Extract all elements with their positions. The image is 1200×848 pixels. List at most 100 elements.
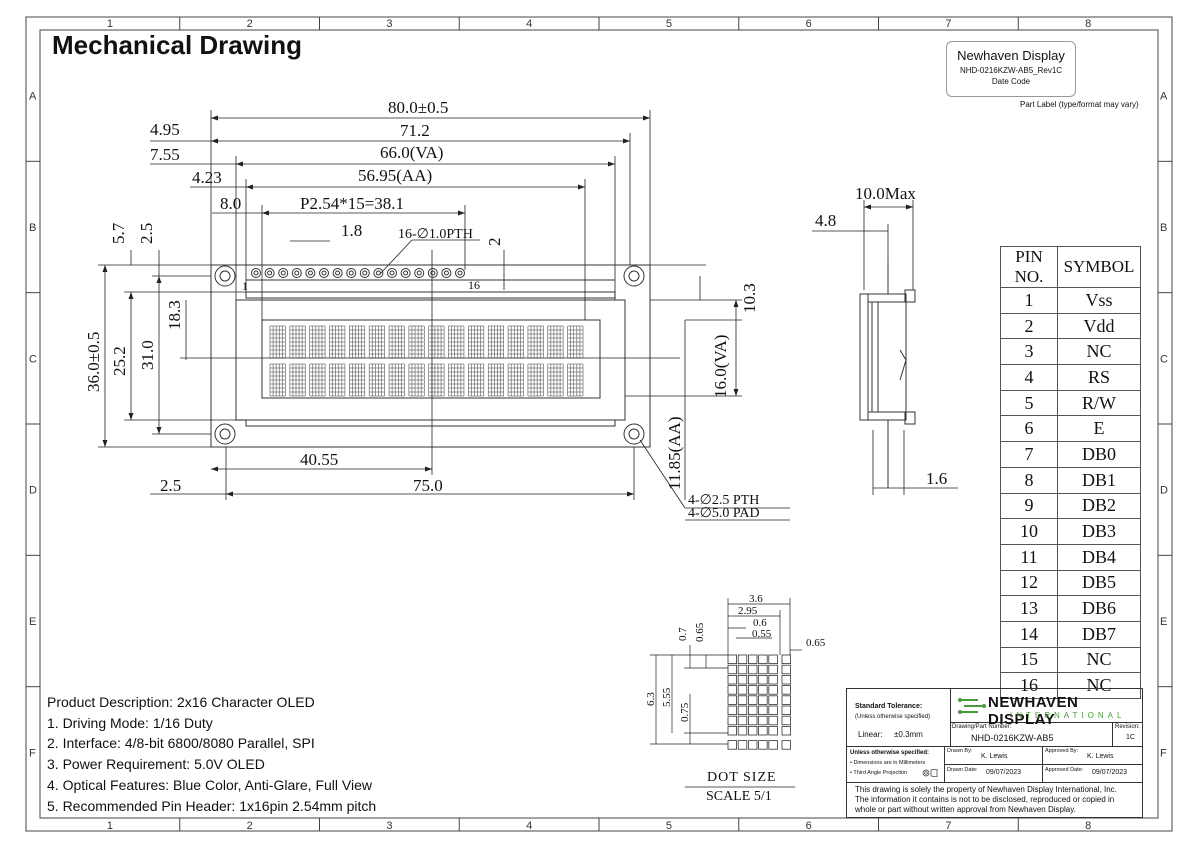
dot-pixel-next (781, 675, 792, 685)
header-pin-hole-inner (430, 270, 436, 276)
dot-pixel (748, 664, 758, 675)
dim-1-6: 1.6 (926, 469, 947, 488)
header-pin-hole (387, 268, 397, 278)
dot-pixel (737, 705, 748, 716)
zone-col-label: 5 (666, 18, 672, 30)
pin-symbol: DB2 (1057, 492, 1141, 520)
pin-number: 4 (1000, 364, 1058, 391)
pin-symbol: DB4 (1057, 543, 1141, 571)
pin-symbol: DB7 (1057, 620, 1141, 648)
zone-col-label: 8 (1085, 18, 1091, 30)
dot-dim-3-6: 3.6 (749, 593, 763, 605)
dim-arrow (128, 413, 134, 420)
dot-dim-0-65-left: 0.65 (694, 622, 706, 642)
dim-arrow (643, 115, 650, 121)
character-cell (269, 325, 286, 359)
dot-pixel (768, 740, 778, 750)
dot-pixel (748, 675, 758, 685)
front-view (210, 264, 651, 448)
dim-pth: 16-∅1.0PTH (398, 227, 473, 242)
dot-pixel-next (781, 715, 792, 726)
zone-col-label: 2 (247, 820, 253, 832)
description-line: 2. Interface: 4/8-bit 6800/8080 Parallel… (47, 735, 315, 752)
dot-pixel (737, 695, 748, 705)
pin-symbol: NC (1057, 338, 1141, 366)
newhaven-logo: NEWHAVEN DISPLAY INTERNATIONAL (958, 692, 1138, 728)
pin-symbol: DB0 (1057, 441, 1141, 468)
pin-number: 11 (1000, 543, 1058, 571)
description-line: 1. Driving Mode: 1/16 Duty (47, 714, 213, 731)
header-pin-hole-inner (267, 270, 273, 276)
dim-arrow (733, 389, 739, 396)
circuit-logo-icon (958, 698, 986, 714)
dot-pixel (768, 715, 778, 726)
dot-dim-6-3: 6.3 (645, 692, 657, 706)
character-cell (349, 363, 366, 397)
dot-pixel-next (781, 705, 792, 716)
header-pin-hole (359, 268, 370, 278)
dot-pixel-next (781, 654, 792, 665)
dim-arrow (211, 138, 218, 144)
dim-2: 2 (485, 238, 504, 247)
dot-dim-0-75: 0.75 (679, 702, 691, 722)
dim-arrow (458, 210, 465, 216)
header-pin-hole-inner (335, 270, 341, 276)
zone-col-label: 1 (107, 820, 113, 832)
dim-75: 75.0 (413, 476, 443, 495)
zone-col-label: 7 (945, 18, 951, 30)
part-label-number: NHD-0216KZW-AB5_Rev1C (959, 66, 1063, 75)
dot-dim-0-55: 0.55 (752, 628, 772, 640)
dim-arrow (627, 491, 634, 497)
dot-pixel (727, 654, 738, 665)
character-cell (408, 363, 425, 397)
dot-dim-0-65-right: 0.65 (806, 637, 826, 649)
character-cell (269, 363, 286, 397)
dot-pixel (737, 715, 748, 726)
dim-2-5-top: 2.5 (137, 223, 156, 244)
dot-pixel (758, 726, 768, 736)
dot-dim-0-6: 0.6 (753, 617, 767, 629)
notice-line: The information it contains is not to be… (855, 795, 1115, 804)
zone-col-label: 5 (666, 820, 672, 832)
approved-by-value: K. Lewis (1087, 753, 1114, 760)
approved-date-label: Approved Date: (1045, 767, 1084, 773)
description-line: 4. Optical Features: Blue Color, Anti-Gl… (47, 776, 372, 793)
dot-pixel-next (781, 695, 792, 705)
character-cell (309, 325, 326, 359)
zone-col-label: 1 (107, 18, 113, 30)
character-cell (289, 363, 306, 397)
character-cell (527, 363, 544, 397)
pin-number: 2 (1000, 312, 1058, 340)
part-label-date-code: Date Code (991, 77, 1031, 86)
notice-line: whole or part without written approval f… (855, 805, 1076, 814)
pin-symbol: Vss (1057, 287, 1141, 314)
dim-arrow (425, 466, 432, 472)
character-cell (368, 363, 385, 397)
part-label-note: Part Label (type/format may vary) (1020, 100, 1139, 109)
dot-size-label: DOT SIZE (707, 770, 777, 785)
pin-1-label: 1 (242, 279, 248, 293)
dim-pitch: P2.54*15=38.1 (300, 194, 404, 213)
revision-value: 1C (1126, 734, 1135, 741)
dim-arrow (226, 491, 233, 497)
linear-value: ±0.3mm (894, 730, 923, 739)
character-cell (388, 363, 405, 397)
pin-number: 9 (1000, 492, 1058, 520)
zone-col-label: 8 (1085, 820, 1091, 832)
dot-pixel (758, 740, 768, 750)
character-cell (487, 363, 504, 397)
zone-row-label: D (1160, 485, 1168, 497)
header-pin-hole-inner (362, 270, 368, 276)
dot-pixel (758, 685, 768, 695)
dot-pixel (737, 740, 748, 750)
zone-col-label: 4 (526, 18, 532, 30)
